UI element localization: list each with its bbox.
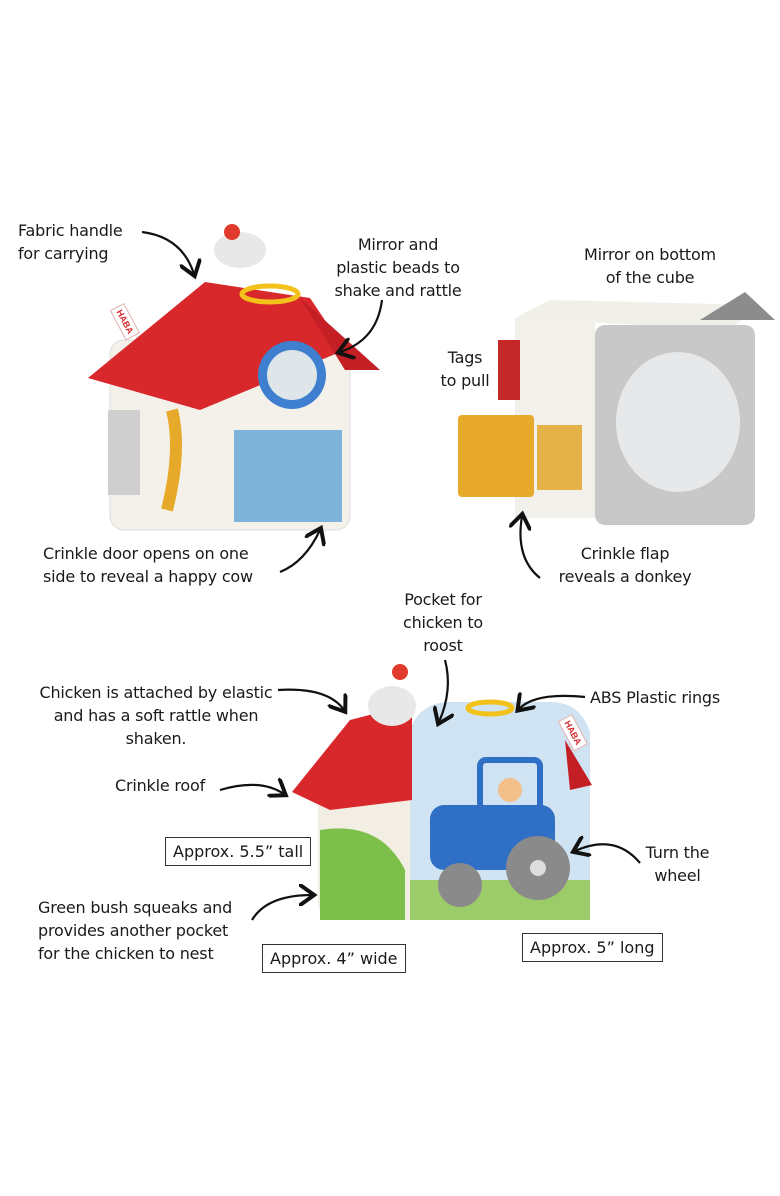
tractor-barn-toy — [292, 664, 592, 920]
callout-bush: Green bush squeaks and provides another … — [38, 896, 232, 965]
callout-line: Crinkle door opens on one — [43, 544, 249, 563]
callout-line: roost — [423, 636, 463, 655]
callout-fabric-handle: Fabric handle for carrying — [18, 219, 123, 265]
callout-line: Pocket for — [404, 590, 482, 609]
chicken-icon — [214, 232, 266, 268]
callout-line: side to reveal a happy cow — [43, 567, 253, 586]
callout-line: wheel — [654, 866, 701, 885]
callout-line: to pull — [440, 371, 490, 390]
callout-line: Tags — [447, 348, 483, 367]
callout-line: for the chicken to nest — [38, 944, 214, 963]
callout-wheel: Turn the wheel — [630, 841, 725, 887]
callout-line: Fabric handle — [18, 221, 123, 240]
callout-line: plastic beads to — [336, 258, 460, 277]
dimension-wide: Approx. 4” wide — [262, 944, 406, 973]
barn-toy — [88, 224, 380, 531]
callout-line: reveals a donkey — [558, 567, 692, 586]
callout-crinkle-flap: Crinkle flap reveals a donkey — [545, 542, 705, 588]
callout-line: chicken to — [402, 613, 483, 632]
callout-line: ABS Plastic rings — [590, 688, 720, 707]
callout-line: provides another pocket — [38, 921, 229, 940]
callout-pocket: Pocket for chicken to roost — [383, 588, 503, 657]
callout-arrows — [141, 230, 641, 921]
callout-tags: Tags to pull — [425, 346, 505, 392]
callout-line: shake and rattle — [334, 281, 462, 300]
callout-line: Turn the — [645, 843, 710, 862]
callout-line: and has a soft rattle when — [53, 706, 259, 725]
callout-line: shaken. — [125, 729, 187, 748]
callout-mirror-bottom: Mirror on bottom of the cube — [565, 243, 735, 289]
callout-line: Green bush squeaks and — [38, 898, 233, 917]
dimension-tall: Approx. 5.5” tall — [165, 837, 312, 866]
callout-line: Mirror and — [357, 235, 439, 254]
callout-crinkle-door: Crinkle door opens on one side to reveal… — [43, 542, 253, 588]
callout-rings: ABS Plastic rings — [590, 686, 720, 709]
callout-line: Crinkle flap — [580, 544, 670, 563]
callout-line: Crinkle roof — [115, 776, 206, 795]
callout-line: of the cube — [605, 268, 695, 287]
callout-roof: Crinkle roof — [115, 774, 205, 797]
callout-line: for carrying — [18, 244, 109, 263]
dimension-long: Approx. 5” long — [522, 933, 663, 962]
callout-mirror-beads: Mirror and plastic beads to shake and ra… — [318, 233, 478, 302]
callout-line: Chicken is attached by elastic — [39, 683, 273, 702]
callout-chicken: Chicken is attached by elastic and has a… — [20, 681, 292, 750]
callout-line: Mirror on bottom — [584, 245, 716, 264]
cube-toy — [458, 292, 775, 525]
